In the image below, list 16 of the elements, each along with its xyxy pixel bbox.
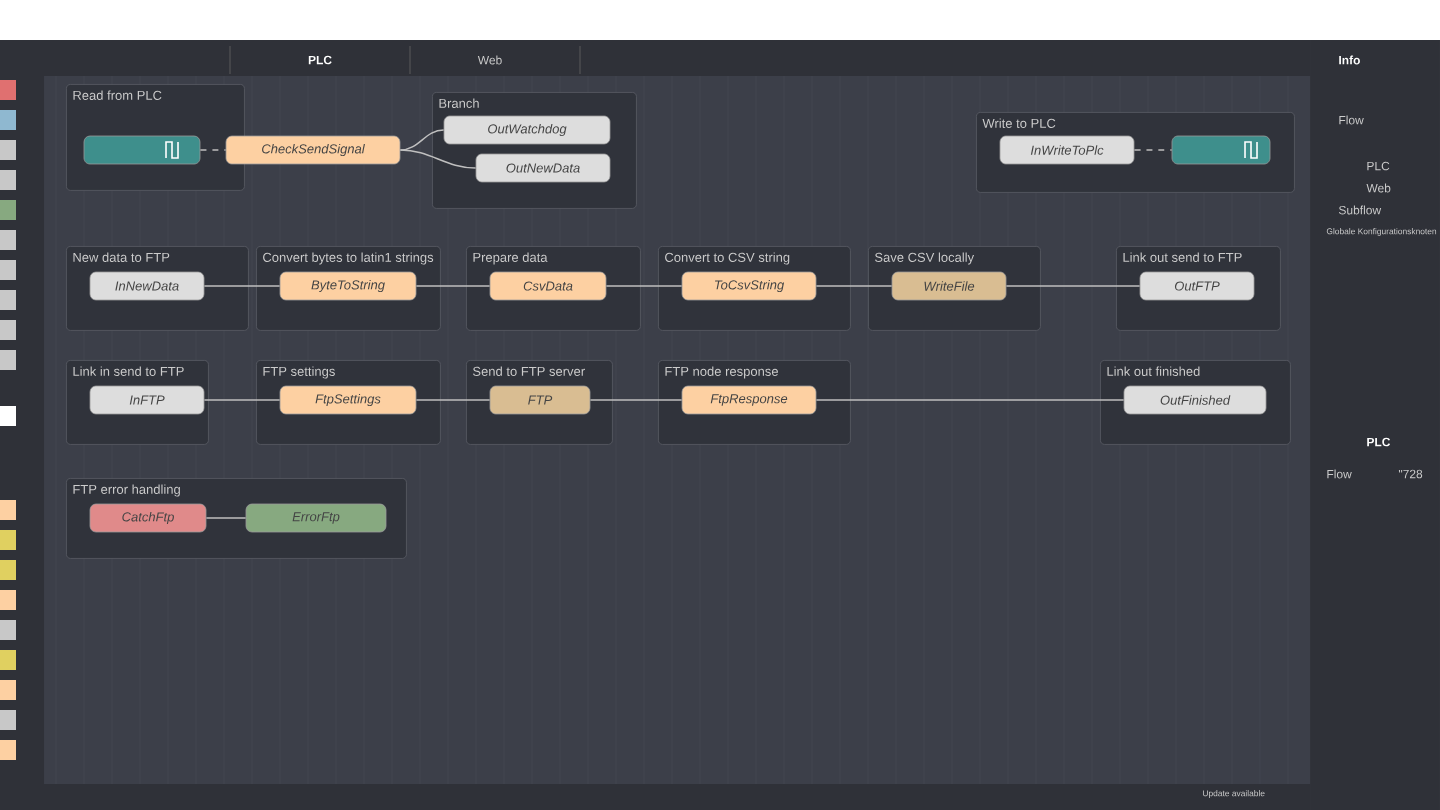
wire: [1133, 149, 1173, 151]
wire: [199, 149, 227, 151]
plc-node: [1171, 135, 1271, 165]
wire: [205, 517, 247, 519]
wire: [203, 285, 281, 287]
wire: [203, 399, 281, 401]
plc-node: [83, 135, 201, 165]
wire: [415, 285, 491, 287]
wire: [399, 149, 477, 169]
wire: [605, 285, 683, 287]
wire: [415, 399, 491, 401]
wire: [815, 399, 1125, 401]
wire: [399, 129, 445, 151]
wire: [1005, 285, 1141, 287]
wire: [815, 285, 893, 287]
wire: [589, 399, 683, 401]
